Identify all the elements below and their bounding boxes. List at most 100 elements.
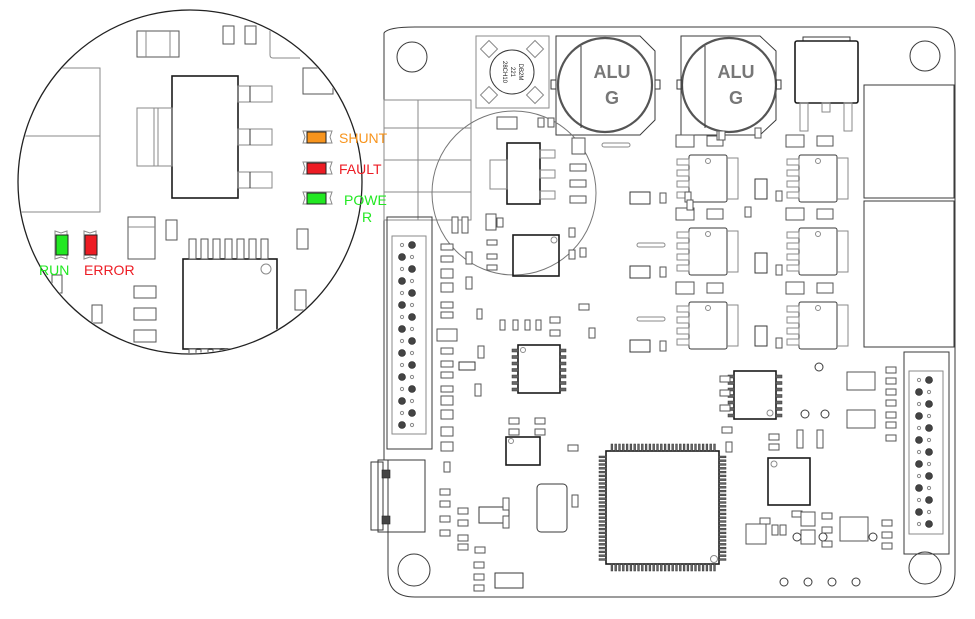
sot23-transistor: [458, 361, 476, 371]
mosfet-body: [688, 301, 728, 350]
resistor: [675, 134, 695, 148]
passive: [578, 303, 590, 311]
tssop-ic: [727, 370, 783, 420]
qfp-pin: [718, 524, 727, 527]
trace-pad: [601, 142, 631, 148]
header-pin: [408, 289, 416, 297]
resistor: [816, 135, 834, 147]
ic-pin: [775, 374, 783, 379]
passive: [486, 239, 498, 246]
qfp-pin: [660, 443, 663, 452]
qfp-pin: [598, 531, 607, 535]
header-pin: [398, 421, 406, 429]
qfp-pin: [709, 443, 712, 452]
qfp-pin: [598, 558, 607, 561]
mosfet-dot: [815, 158, 821, 164]
qfp-pin: [718, 527, 727, 531]
passive: [549, 329, 561, 337]
qfp-pin: [598, 520, 607, 523]
mosfet: [675, 207, 739, 276]
qfp-pin: [718, 459, 727, 462]
qfp-pin: [648, 443, 652, 452]
ic-pin: [775, 400, 783, 405]
sot23-transistor: [478, 506, 510, 524]
qfn-pin: [236, 348, 245, 353]
qfn-pin: [236, 238, 245, 260]
passive-components: [436, 116, 897, 592]
header-pin: [916, 521, 922, 527]
qfp-pin: [660, 563, 663, 572]
test-point: [851, 577, 861, 587]
qfp-pin: [690, 563, 693, 572]
qfp-pin: [718, 512, 727, 516]
passive: [440, 409, 454, 420]
passive: [473, 561, 485, 569]
qfp-pin: [625, 563, 629, 572]
qfp-pin: [598, 554, 607, 557]
mosfet-pin: [676, 180, 690, 188]
qfp-pin: [718, 554, 727, 557]
passive: [502, 515, 510, 529]
mosfet: [785, 281, 849, 350]
qfp-pin: [598, 455, 607, 459]
passive: [534, 417, 546, 425]
passive: [768, 433, 780, 441]
qfn-pin: [224, 238, 233, 260]
qfn-pin: [200, 238, 209, 260]
ic-pin: [559, 381, 567, 385]
test-point: [827, 577, 837, 587]
mosfet-tab: [727, 304, 739, 347]
inductor-2-label-top: ALU: [718, 62, 755, 82]
header-pin: [399, 242, 405, 248]
header-pin: [398, 349, 406, 357]
crystal-marking-1: DB2M: [517, 64, 523, 81]
header-pin: [916, 377, 922, 383]
header-pin: [408, 361, 416, 369]
header-pin: [399, 266, 405, 272]
passive: [440, 301, 454, 309]
qfp-pin: [663, 443, 667, 452]
qfn-pin: [212, 238, 221, 260]
passive: [579, 247, 587, 258]
crystal-can: [536, 483, 568, 533]
passive: [440, 311, 454, 319]
resistor: [659, 192, 667, 204]
header-pin: [915, 460, 923, 468]
header-pin: [408, 385, 416, 393]
test-point: [814, 362, 824, 372]
qfp-pin: [718, 470, 727, 474]
qfp-pin: [718, 497, 727, 500]
ic-pin: [775, 381, 783, 385]
passive: [440, 360, 454, 368]
passive: [839, 516, 869, 542]
mosfet-pin: [786, 231, 800, 239]
resistor: [659, 340, 667, 352]
qfp-pin: [598, 546, 607, 550]
resistor: [816, 282, 834, 294]
led-run-body: [55, 234, 69, 256]
header-pin: [925, 448, 933, 456]
mounting-hole: [397, 553, 431, 587]
qfp-pin: [598, 459, 607, 462]
passive: [779, 524, 787, 536]
passive: [440, 243, 454, 251]
test-point: [800, 409, 810, 419]
qfp-pin: [718, 550, 727, 554]
qfp-pin: [598, 524, 607, 527]
header-pin: [926, 509, 932, 515]
qfp-pin: [644, 563, 648, 572]
soic-ic: [511, 344, 567, 394]
passive: [725, 441, 733, 453]
qfp-pin: [682, 443, 686, 452]
qfp-pin: [614, 563, 617, 572]
led-error-label: ERROR: [84, 262, 135, 278]
passive: [744, 206, 752, 218]
qfp-pin: [598, 501, 607, 504]
header-pin: [916, 473, 922, 479]
ic-pin: [559, 368, 567, 372]
ic-pin: [511, 387, 519, 392]
mosfet-dot: [705, 231, 711, 237]
header-pin: [926, 413, 932, 419]
header-pin: [408, 409, 416, 417]
